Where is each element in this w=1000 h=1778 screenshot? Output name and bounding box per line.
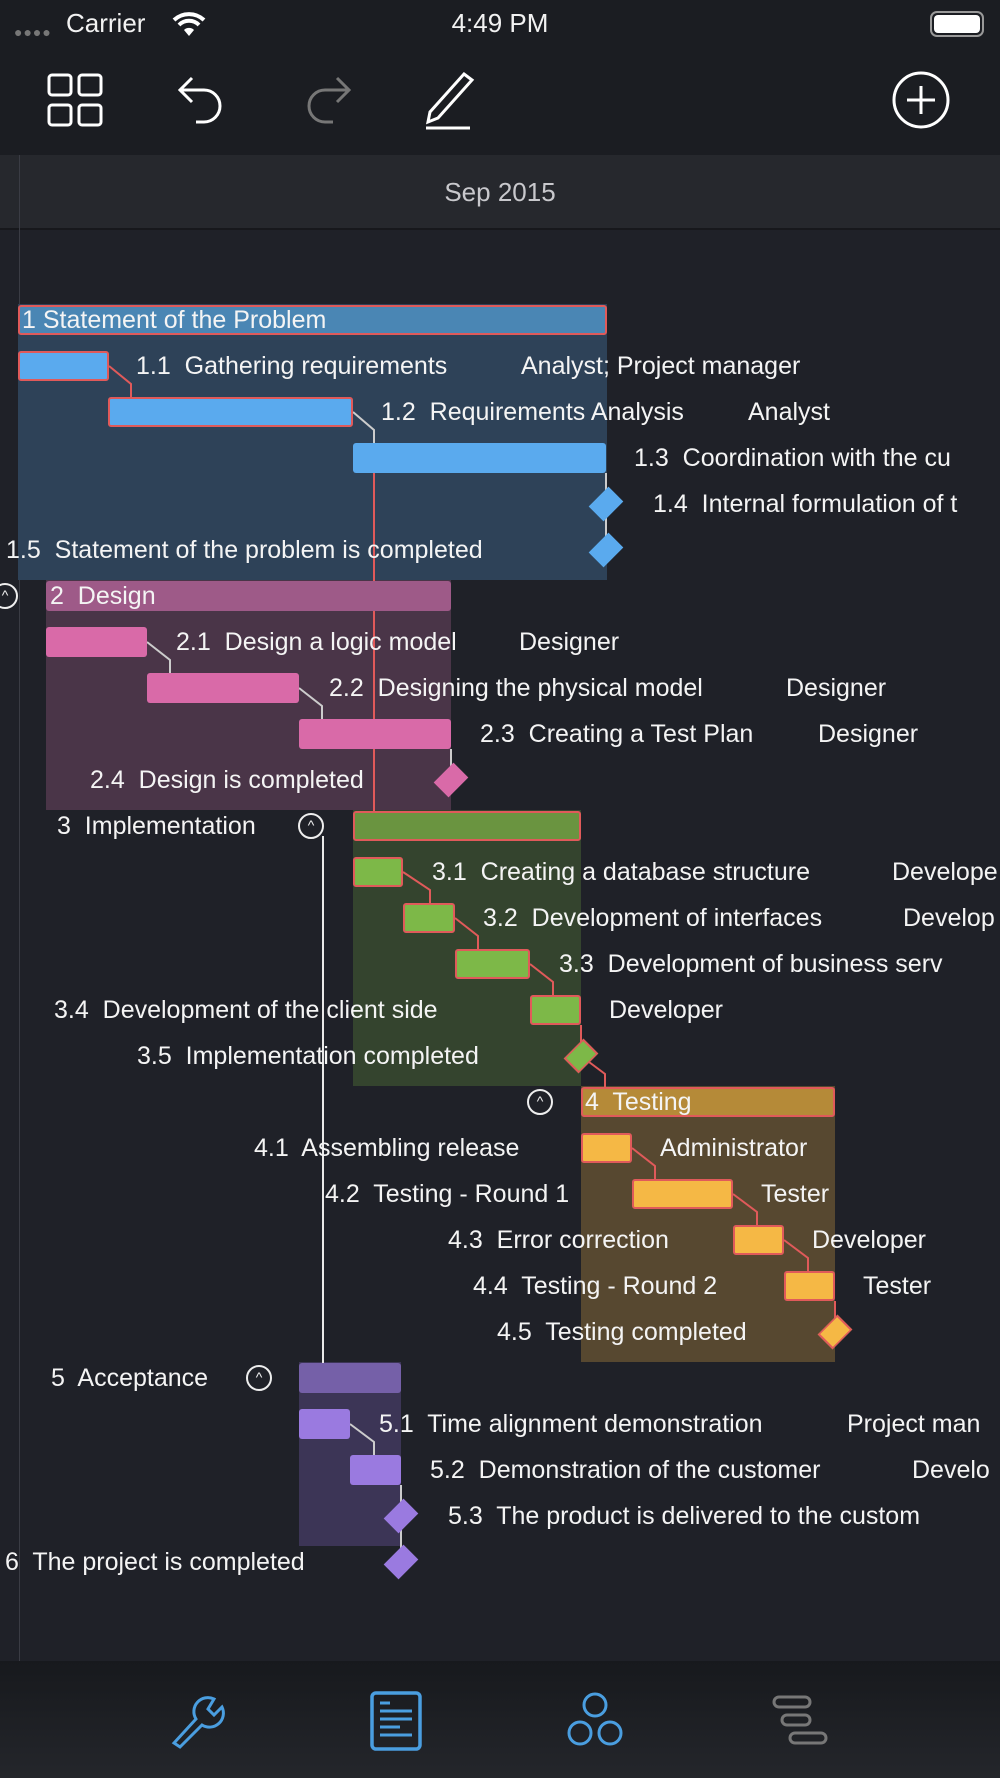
task-bar[interactable]	[353, 443, 606, 473]
task-bar[interactable]	[632, 1179, 733, 1209]
group-background	[18, 304, 607, 580]
task-label: 2 Design	[50, 582, 156, 610]
task-label: 4.1 Assembling release	[254, 1134, 520, 1162]
task-label: 4.5 Testing completed	[497, 1318, 747, 1346]
resources-icon[interactable]	[563, 1689, 627, 1753]
redo-icon[interactable]	[297, 70, 357, 130]
task-bar[interactable]	[581, 1133, 632, 1163]
task-label: 3.1 Creating a database structure	[432, 858, 811, 886]
task-label: 1.3 Coordination with the cu	[634, 444, 951, 472]
task-resource: Develop	[903, 904, 995, 932]
task-label: 3 Implementation	[57, 812, 256, 840]
document-icon[interactable]	[364, 1689, 428, 1753]
task-resource: Designer	[519, 628, 620, 656]
collapse-icon[interactable]: ^	[298, 813, 324, 839]
timeline-header: Sep 2015	[0, 155, 1000, 230]
summary-bar[interactable]	[18, 305, 607, 335]
task-resource: Develope	[892, 858, 998, 886]
task-label: 1 Statement of the Problem	[22, 306, 327, 334]
milestone-diamond[interactable]	[383, 1544, 419, 1580]
battery-icon	[930, 11, 984, 37]
tab-bar	[0, 1661, 1000, 1778]
grid-icon[interactable]	[45, 70, 105, 130]
task-label: 1.1 Gathering requirements	[136, 352, 448, 380]
task-resource: Designer	[818, 720, 919, 748]
wrench-icon[interactable]	[166, 1689, 230, 1753]
collapse-icon[interactable]: ^	[0, 583, 18, 609]
task-label: 1.4 Internal formulation of t	[653, 490, 958, 518]
clock: 4:49 PM	[451, 8, 549, 38]
task-label: 5 Acceptance	[51, 1364, 209, 1392]
task-label: 1.5 Statement of the problem is complete…	[6, 536, 483, 564]
today-line	[19, 155, 20, 1661]
task-resource: Analyst; Project manager	[521, 352, 801, 380]
task-bar[interactable]	[733, 1225, 784, 1255]
task-label: 5.1 Time alignment demonstration	[379, 1410, 763, 1438]
task-resource: Designer	[786, 674, 887, 702]
task-bar[interactable]	[353, 857, 403, 887]
task-bar[interactable]	[108, 397, 353, 427]
toolbar	[0, 48, 1000, 155]
task-resource: Developer	[812, 1226, 926, 1254]
task-bar[interactable]	[46, 627, 147, 657]
task-bar[interactable]	[18, 351, 109, 381]
gantt-icon[interactable]	[770, 1689, 834, 1753]
collapse-icon[interactable]: ^	[246, 1365, 272, 1391]
task-resource: Developer	[609, 996, 723, 1024]
carrier-label: Carrier	[66, 8, 146, 38]
task-label: 3.5 Implementation completed	[137, 1042, 479, 1070]
task-label: 1.2 Requirements Analysis	[381, 398, 684, 426]
task-resource: Administrator	[660, 1134, 808, 1162]
collapse-icon[interactable]: ^	[527, 1089, 553, 1115]
task-label: 5.2 Demonstration of the customer	[430, 1456, 821, 1484]
task-bar[interactable]	[455, 949, 530, 979]
task-label: 2.3 Creating a Test Plan	[480, 720, 754, 748]
task-resource: Tester	[761, 1180, 830, 1208]
task-bar[interactable]	[403, 903, 455, 933]
task-label: 4.2 Testing - Round 1	[325, 1180, 570, 1208]
signal-icon: ●●●●	[14, 24, 52, 40]
summary-bar[interactable]	[581, 1087, 835, 1117]
task-label: 4.4 Testing - Round 2	[473, 1272, 718, 1300]
task-bar[interactable]	[784, 1271, 835, 1301]
task-resource: Project man	[847, 1410, 981, 1438]
add-circle-icon[interactable]	[891, 70, 951, 130]
task-label: 2.2 Designing the physical model	[329, 674, 703, 702]
task-label: 4.3 Error correction	[448, 1226, 669, 1254]
task-label: 4 Testing	[585, 1088, 692, 1116]
task-bar[interactable]	[350, 1455, 401, 1485]
task-bar[interactable]	[299, 719, 451, 749]
task-label: 3.4 Development of the client side	[54, 996, 438, 1024]
pencil-icon[interactable]	[420, 70, 480, 130]
summary-bar[interactable]	[353, 811, 581, 841]
task-bar[interactable]	[530, 995, 581, 1025]
task-label: 3.2 Development of interfaces	[483, 904, 823, 932]
summary-bar[interactable]	[299, 1363, 401, 1393]
month-label: Sep 2015	[444, 177, 556, 207]
summary-bar[interactable]	[46, 581, 451, 611]
group-background	[581, 1086, 835, 1362]
status-bar: ●●●● Carrier 4:49 PM	[0, 0, 1000, 48]
task-label: 3.3 Development of business serv	[559, 950, 943, 978]
gantt-chart[interactable]: 1 Statement of the Problem 1.1 Gathering …	[0, 0, 1000, 1661]
task-resource: Analyst	[748, 398, 830, 426]
task-label: 5.3 The product is delivered to the cust…	[448, 1502, 921, 1530]
task-bar[interactable]	[299, 1409, 350, 1439]
task-bar[interactable]	[147, 673, 299, 703]
task-label: 2.1 Design a logic model	[176, 628, 457, 656]
task-resource: Tester	[863, 1272, 932, 1300]
task-label: 2.4 Design is completed	[90, 766, 364, 794]
undo-icon[interactable]	[172, 70, 232, 130]
wifi-icon	[172, 12, 206, 36]
task-label: 6 The project is completed	[5, 1548, 305, 1576]
task-resource: Develo	[912, 1456, 990, 1484]
